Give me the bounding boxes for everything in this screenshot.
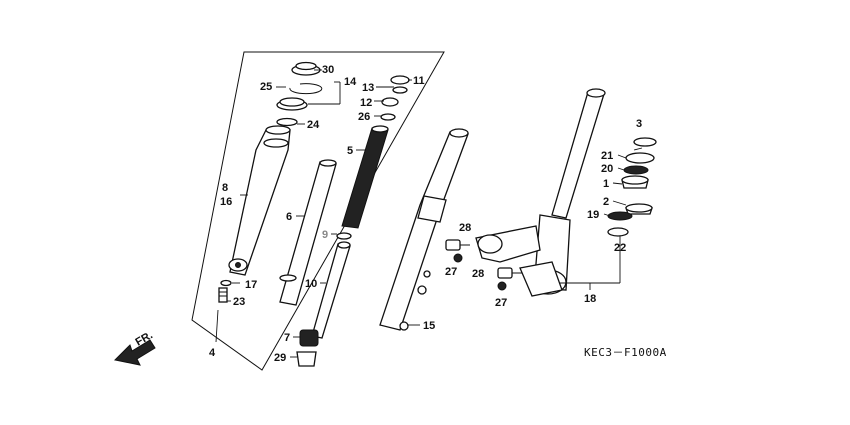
part-6-inner-tube[interactable] bbox=[279, 159, 337, 306]
part-20-cone-race[interactable] bbox=[623, 165, 649, 175]
part-28-pinch-bolt-lower[interactable] bbox=[497, 267, 522, 279]
label-part-5: 5 bbox=[347, 145, 353, 157]
label-part-17: 17 bbox=[245, 279, 257, 291]
part-27-washer-lower[interactable] bbox=[497, 281, 507, 291]
part-27-washer-upper[interactable] bbox=[453, 253, 463, 263]
part-22-dust-seal[interactable] bbox=[607, 227, 629, 237]
part-13-ring[interactable] bbox=[390, 75, 410, 94]
part-26-ring[interactable] bbox=[380, 113, 396, 121]
label-part-28-lower: 28 bbox=[472, 268, 484, 280]
part-12-ring[interactable] bbox=[381, 97, 399, 107]
part-24-ring[interactable] bbox=[276, 117, 298, 127]
label-part-3: 3 bbox=[636, 118, 642, 130]
label-part-6: 6 bbox=[286, 211, 292, 223]
part-23-socket-bolt[interactable] bbox=[218, 287, 228, 303]
part-5-fork-spring[interactable] bbox=[341, 125, 389, 229]
label-part-1: 1 bbox=[603, 178, 609, 190]
label-part-27-upper: 27 bbox=[445, 266, 457, 278]
part-18-steering-stem[interactable] bbox=[475, 88, 606, 297]
label-part-21: 21 bbox=[601, 150, 613, 162]
part-10-damper-rod[interactable] bbox=[311, 241, 351, 339]
label-part-2: 2 bbox=[603, 196, 609, 208]
label-part-20: 20 bbox=[601, 163, 613, 175]
part-2-ball-race-lower[interactable] bbox=[625, 203, 653, 215]
part-8-fork-slider[interactable] bbox=[228, 125, 291, 276]
label-part-18: 18 bbox=[584, 293, 596, 305]
label-part-14: 14 bbox=[344, 76, 357, 88]
label-part-11: 11 bbox=[413, 75, 425, 87]
label-part-10: 10 bbox=[305, 278, 317, 290]
label-part-26: 26 bbox=[358, 111, 370, 123]
label-part-22: 22 bbox=[614, 242, 626, 254]
label-part-8: 8 bbox=[222, 182, 228, 194]
part-30-seal[interactable] bbox=[291, 61, 321, 76]
label-part-27-lower: 27 bbox=[495, 297, 507, 309]
label-part-29: 29 bbox=[274, 352, 286, 364]
part-7-rebound-spring[interactable] bbox=[299, 329, 319, 347]
part-14-oil-seal[interactable] bbox=[276, 97, 308, 111]
label-part-12: 12 bbox=[360, 97, 372, 109]
label-part-16: 16 bbox=[220, 196, 232, 208]
leader-lines bbox=[215, 69, 643, 358]
label-part-23: 23 bbox=[233, 296, 245, 308]
part-28-pinch-bolt-upper[interactable] bbox=[445, 239, 470, 251]
label-part-9: 9 bbox=[322, 229, 328, 241]
part-9-piston-ring[interactable] bbox=[336, 232, 352, 240]
part-19-steel-balls[interactable] bbox=[607, 211, 633, 221]
part-29-oil-lock[interactable] bbox=[296, 351, 317, 367]
front-arrow-icon bbox=[113, 339, 156, 366]
label-part-25: 25 bbox=[260, 81, 272, 93]
label-part-15: 15 bbox=[423, 320, 435, 332]
part-17-washer[interactable] bbox=[220, 279, 232, 287]
label-part-28-upper: 28 bbox=[459, 222, 471, 234]
part-1-ball-race[interactable] bbox=[621, 175, 649, 189]
diagram-code: KEC3－F1000A bbox=[584, 346, 667, 359]
label-part-24: 24 bbox=[307, 119, 320, 131]
label-part-13: 13 bbox=[362, 82, 374, 94]
part-21-lock-washer[interactable] bbox=[625, 152, 655, 164]
fork-assembly-outline bbox=[191, 51, 445, 371]
part-3-lock-nut[interactable] bbox=[633, 137, 657, 147]
label-part-4: 4 bbox=[209, 347, 216, 359]
label-part-19: 19 bbox=[587, 209, 599, 221]
part-25-snap-ring[interactable] bbox=[289, 83, 323, 95]
part-15-right-fork-leg[interactable] bbox=[379, 128, 469, 331]
front-direction-indicator: FR. bbox=[113, 329, 156, 366]
label-part-7: 7 bbox=[284, 332, 290, 344]
label-part-30: 30 bbox=[322, 64, 334, 76]
